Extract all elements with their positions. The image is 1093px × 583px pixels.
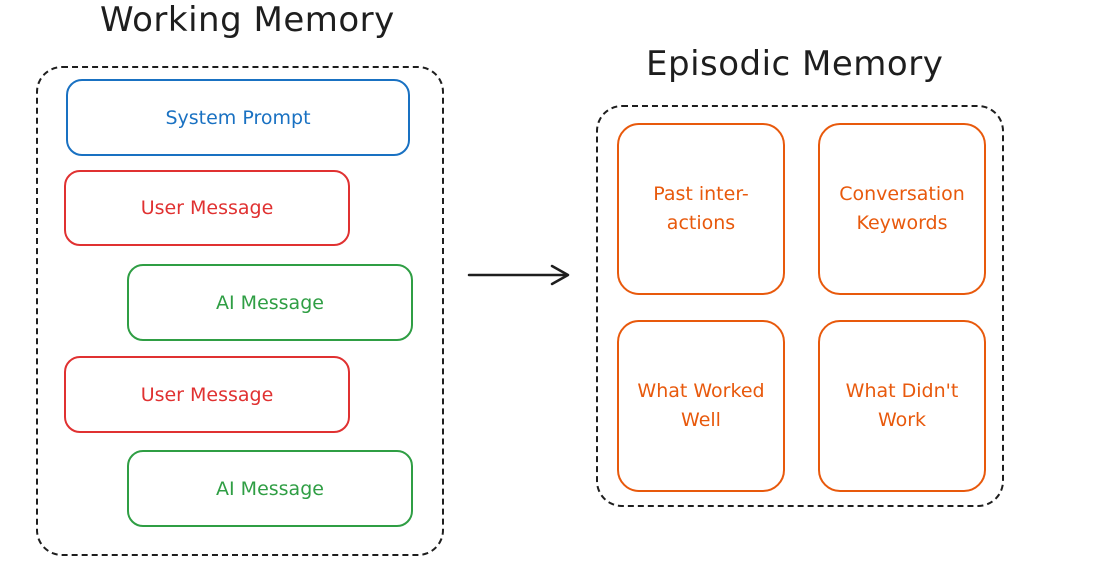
user-message-box: User Message xyxy=(64,170,350,246)
working-memory-title: Working Memory xyxy=(100,0,395,40)
ai-message-box: AI Message xyxy=(127,264,413,341)
episodic-memory-container xyxy=(596,105,1004,507)
what-didnt-work-tile: What Didn't Work xyxy=(818,320,986,492)
tile-label: Past inter- actions xyxy=(653,183,749,234)
working-memory-container xyxy=(36,66,444,556)
tile-label: What Didn't Work xyxy=(845,380,959,431)
right-arrow-icon xyxy=(467,264,570,286)
system-prompt-box: System Prompt xyxy=(66,79,410,156)
past-interactions-tile: Past inter- actions xyxy=(617,123,785,295)
user-message-box: User Message xyxy=(64,356,350,433)
tile-label: Conversation Keywords xyxy=(839,183,965,234)
ai-message-box: AI Message xyxy=(127,450,413,527)
conversation-keywords-tile: Conversation Keywords xyxy=(818,123,986,295)
what-worked-well-tile: What Worked Well xyxy=(617,320,785,492)
tile-label: What Worked Well xyxy=(637,380,765,431)
episodic-memory-title: Episodic Memory xyxy=(646,44,944,84)
